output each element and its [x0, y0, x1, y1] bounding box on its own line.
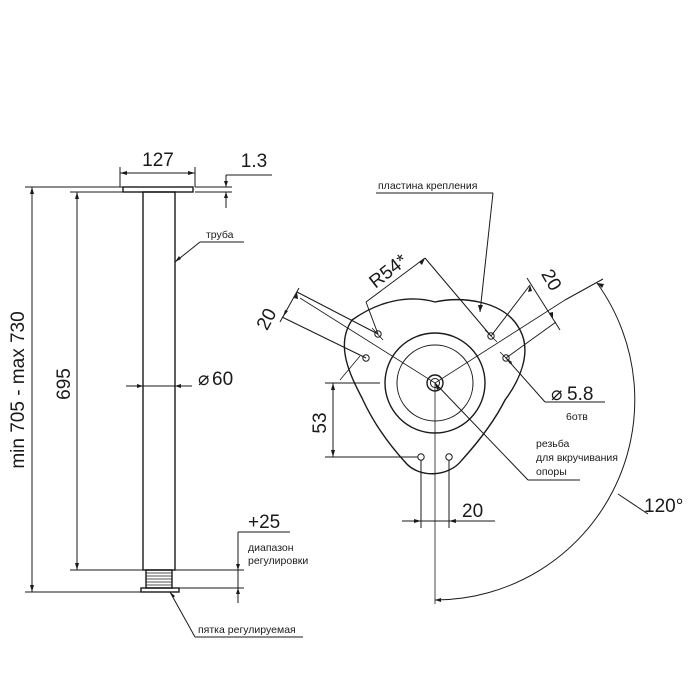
plate-outline [343, 298, 526, 475]
label-foot-text: пятка регулируемая [198, 624, 296, 636]
diameter-symbol-hole: ⌀ [551, 384, 562, 405]
dim-hole-diameter: ⌀ 5.8 6отв [505, 357, 605, 423]
label-thread-line3: опоры [536, 466, 567, 478]
hole [445, 453, 453, 461]
label-tube-text: труба [206, 229, 234, 241]
dim-spacing-bottom: 20 [402, 460, 495, 528]
label-adjust-line1: диапазон [248, 542, 294, 554]
dim-total-height-text: min 705 - max 730 [8, 311, 29, 468]
dim-adjust-range: +25 диапазон регулировки [175, 512, 308, 603]
hole [417, 453, 425, 461]
hole [487, 332, 495, 340]
dim-tube-length-text: 695 [54, 368, 75, 400]
hole [374, 330, 382, 338]
dim-tube-diameter-text: 60 [212, 369, 233, 390]
dim-spacing-bottom-text: 20 [462, 501, 483, 522]
dim-tube-length: 695 [54, 191, 143, 571]
label-thread-line2: для вкручивания [536, 452, 618, 464]
dim-spacing-left: 20 [253, 287, 379, 359]
hole [502, 354, 510, 362]
dim-spacing-right-text: 20 [536, 266, 565, 295]
dim-angle-text: 120° [644, 496, 683, 517]
mounting-plate-side [122, 186, 194, 193]
center-lines [299, 297, 566, 604]
label-adjust-line2: регулировки [248, 555, 308, 567]
mounting-holes [362, 330, 510, 461]
dim-plate-height: 53 [310, 382, 418, 458]
label-holes-count: 6отв [566, 411, 588, 423]
dim-angle: 120° [434, 278, 683, 602]
label-foot: пятка регулируемая [169, 591, 303, 638]
label-plate-text: пластина крепления [378, 180, 477, 192]
adjustable-foot [140, 569, 180, 593]
leg-side-view: 127 1.3 труба ⌀ 60 [8, 150, 308, 638]
diameter-symbol-60: ⌀ [198, 369, 209, 390]
label-plate: пластина крепления [376, 180, 494, 313]
tube-body [142, 191, 176, 571]
dim-radius-text: R54* [366, 250, 413, 293]
dim-total-height: min 705 - max 730 [8, 186, 141, 593]
dim-spacing-right: 20 [490, 266, 565, 359]
dim-plate-height-text: 53 [310, 412, 331, 433]
dim-spacing-left-text: 20 [253, 305, 281, 334]
label-thread: резьба для вкручивания опоры [434, 382, 618, 481]
dim-plate-thickness: 1.3 [195, 151, 272, 208]
plate-top-view: R54* 20 20 пластина крепления [253, 180, 683, 604]
dim-adjust-text: +25 [248, 512, 280, 533]
dim-tube-diameter: ⌀ 60 [126, 369, 233, 390]
dim-plate-thickness-text: 1.3 [241, 151, 267, 172]
dim-plate-width: 127 [119, 150, 196, 187]
dim-hole-diameter-text: 5.8 [567, 384, 593, 405]
dim-radius: R54* [366, 250, 492, 337]
dim-plate-width-text: 127 [142, 150, 174, 171]
label-thread-line1: резьба [536, 438, 570, 450]
hole [362, 354, 370, 362]
label-tube: труба [174, 229, 244, 263]
